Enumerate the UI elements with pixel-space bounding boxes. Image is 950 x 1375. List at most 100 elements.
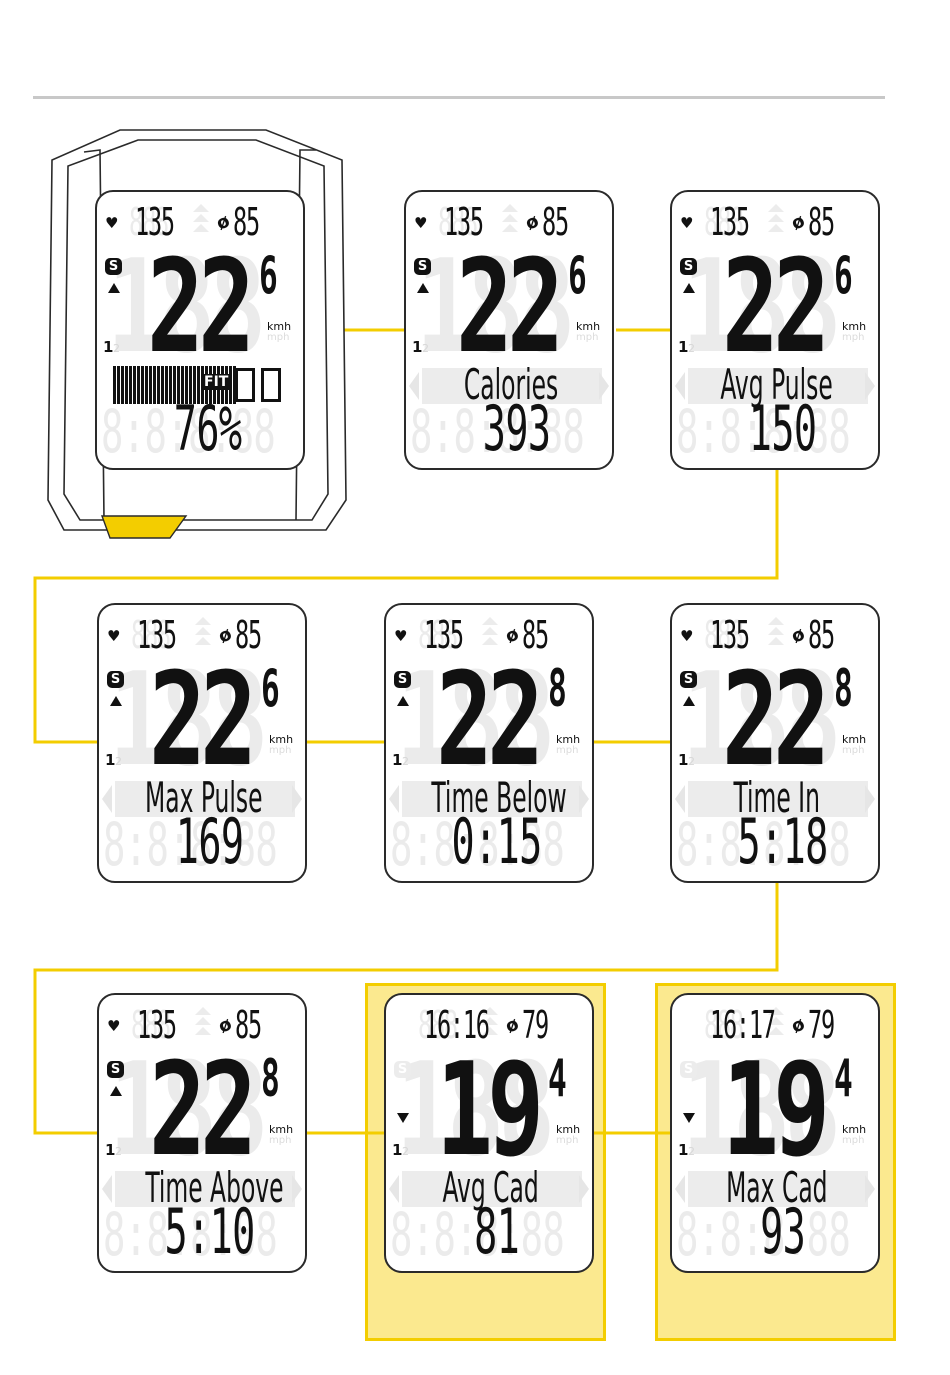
heart-icon: ♥	[414, 214, 428, 232]
stopwatch-icon: S	[680, 671, 697, 688]
unit-kmh: kmh	[267, 320, 292, 333]
speed-value: 22	[149, 1036, 257, 1185]
trend-arrows-icon	[480, 1005, 500, 1051]
band-left-arrow-icon	[389, 785, 399, 813]
speed-value: 22	[147, 233, 255, 382]
speed-decimal: 8	[548, 659, 567, 719]
zone-label: FIT	[201, 374, 232, 390]
top-right-value: 79	[808, 1003, 835, 1047]
ghost-digits: 8:8:8:88	[410, 397, 585, 467]
unit-kmh: kmh	[556, 733, 581, 746]
function-value: 93	[760, 1195, 806, 1268]
top-right-value: 85	[235, 1003, 262, 1047]
unit-mph: mph	[269, 1135, 292, 1146]
cadence-icon: ø	[215, 623, 236, 648]
function-value: 169	[175, 805, 244, 878]
arrow-up-icon	[108, 283, 120, 293]
label-band	[422, 368, 602, 404]
ghost-digits: 8:8:8:88	[101, 397, 276, 467]
heart-icon: ♥	[680, 627, 694, 645]
function-value: 393	[482, 392, 551, 465]
bike-1-indicator: 1	[105, 751, 116, 769]
unit-kmh: kmh	[269, 1123, 294, 1136]
function-label-text: Max Pulse	[145, 773, 263, 822]
speed-value: 19	[436, 1036, 544, 1185]
top-left-value: 16:16	[424, 1003, 490, 1047]
ghost-digits: 188	[109, 646, 268, 795]
connector-3	[33, 470, 779, 744]
unit-mph: mph	[556, 1135, 579, 1146]
label-band	[688, 781, 868, 817]
function-value: 0:15	[451, 805, 543, 878]
zone-box	[235, 368, 255, 402]
bike-1-indicator: 1	[678, 338, 689, 356]
function-label: Time Above	[103, 1167, 305, 1209]
ghost-digits: 188	[682, 233, 841, 382]
bike-1-indicator: 1	[678, 1141, 689, 1159]
zone-bar: FIT	[113, 366, 291, 404]
speed-value: 19	[722, 1036, 830, 1185]
ghost-digits: 888	[131, 1003, 171, 1047]
band-left-arrow-icon	[409, 372, 419, 400]
band-right-arrow-icon	[292, 785, 302, 813]
trend-arrows-icon	[500, 202, 520, 248]
function-label: Avg Cad	[390, 1167, 592, 1209]
bike-1-indicator: 1	[105, 1141, 116, 1159]
heart-icon: ♥	[105, 214, 119, 232]
trend-arrows-icon	[766, 615, 786, 661]
cadence-icon: ø	[502, 623, 523, 648]
stopwatch-icon: S	[414, 258, 431, 275]
heart-icon: ♥	[394, 627, 408, 645]
speed-decimal: 6	[568, 246, 587, 306]
stopwatch-icon: S	[394, 1061, 411, 1078]
trend-arrows-icon	[193, 615, 213, 661]
unit-mph: mph	[269, 745, 292, 756]
speed-value: 22	[456, 233, 564, 382]
top-left-value: 16:17	[710, 1003, 776, 1047]
function-value: 81	[474, 1195, 520, 1268]
band-left-arrow-icon	[675, 785, 685, 813]
function-label-text: Time Above	[145, 1163, 284, 1212]
ghost-digits: 8:8:8:88	[390, 1200, 565, 1270]
function-value: 5:18	[737, 805, 829, 878]
top-right-value: 85	[233, 200, 260, 244]
unit-kmh: kmh	[842, 1123, 867, 1136]
unit-mph: mph	[842, 1135, 865, 1146]
function-label: Max Cad	[676, 1167, 878, 1209]
function-label-text: Time Below	[431, 773, 567, 822]
top-left-value: 135	[135, 200, 175, 244]
arrow-up-icon	[110, 696, 122, 706]
ghost-digits: 188	[109, 1036, 268, 1185]
function-label-text: Avg Pulse	[720, 360, 834, 409]
ghost-digits: 888	[704, 613, 744, 657]
band-right-arrow-icon	[865, 372, 875, 400]
ghost-digits: 8:8:8:88	[103, 1200, 278, 1270]
bike-1-indicator: 1	[103, 338, 114, 356]
label-band	[115, 781, 295, 817]
speed-value: 22	[722, 646, 830, 795]
top-left-value: 135	[710, 200, 750, 244]
band-right-arrow-icon	[579, 785, 589, 813]
label-band	[402, 1171, 582, 1207]
bike-2-indicator: 2	[115, 1145, 122, 1158]
unit-kmh: kmh	[842, 733, 867, 746]
function-value: 76%	[173, 392, 242, 465]
unit-kmh: kmh	[842, 320, 867, 333]
speed-value: 22	[722, 233, 830, 382]
function-label: Time In	[676, 777, 878, 819]
label-band	[688, 368, 868, 404]
heart-icon: ♥	[680, 214, 694, 232]
bike-2-indicator: 2	[688, 1145, 695, 1158]
trend-arrows-icon	[766, 1005, 786, 1051]
label-band	[115, 1171, 295, 1207]
function-label: Calories	[410, 364, 612, 406]
top-left-value: 135	[444, 200, 484, 244]
bike-2-indicator: 2	[402, 1145, 409, 1158]
ghost-digits: 888	[438, 200, 478, 244]
unit-kmh: kmh	[556, 1123, 581, 1136]
ghost-digits: 8:8:8:88	[676, 810, 851, 880]
cadence-icon: ø	[213, 210, 234, 235]
